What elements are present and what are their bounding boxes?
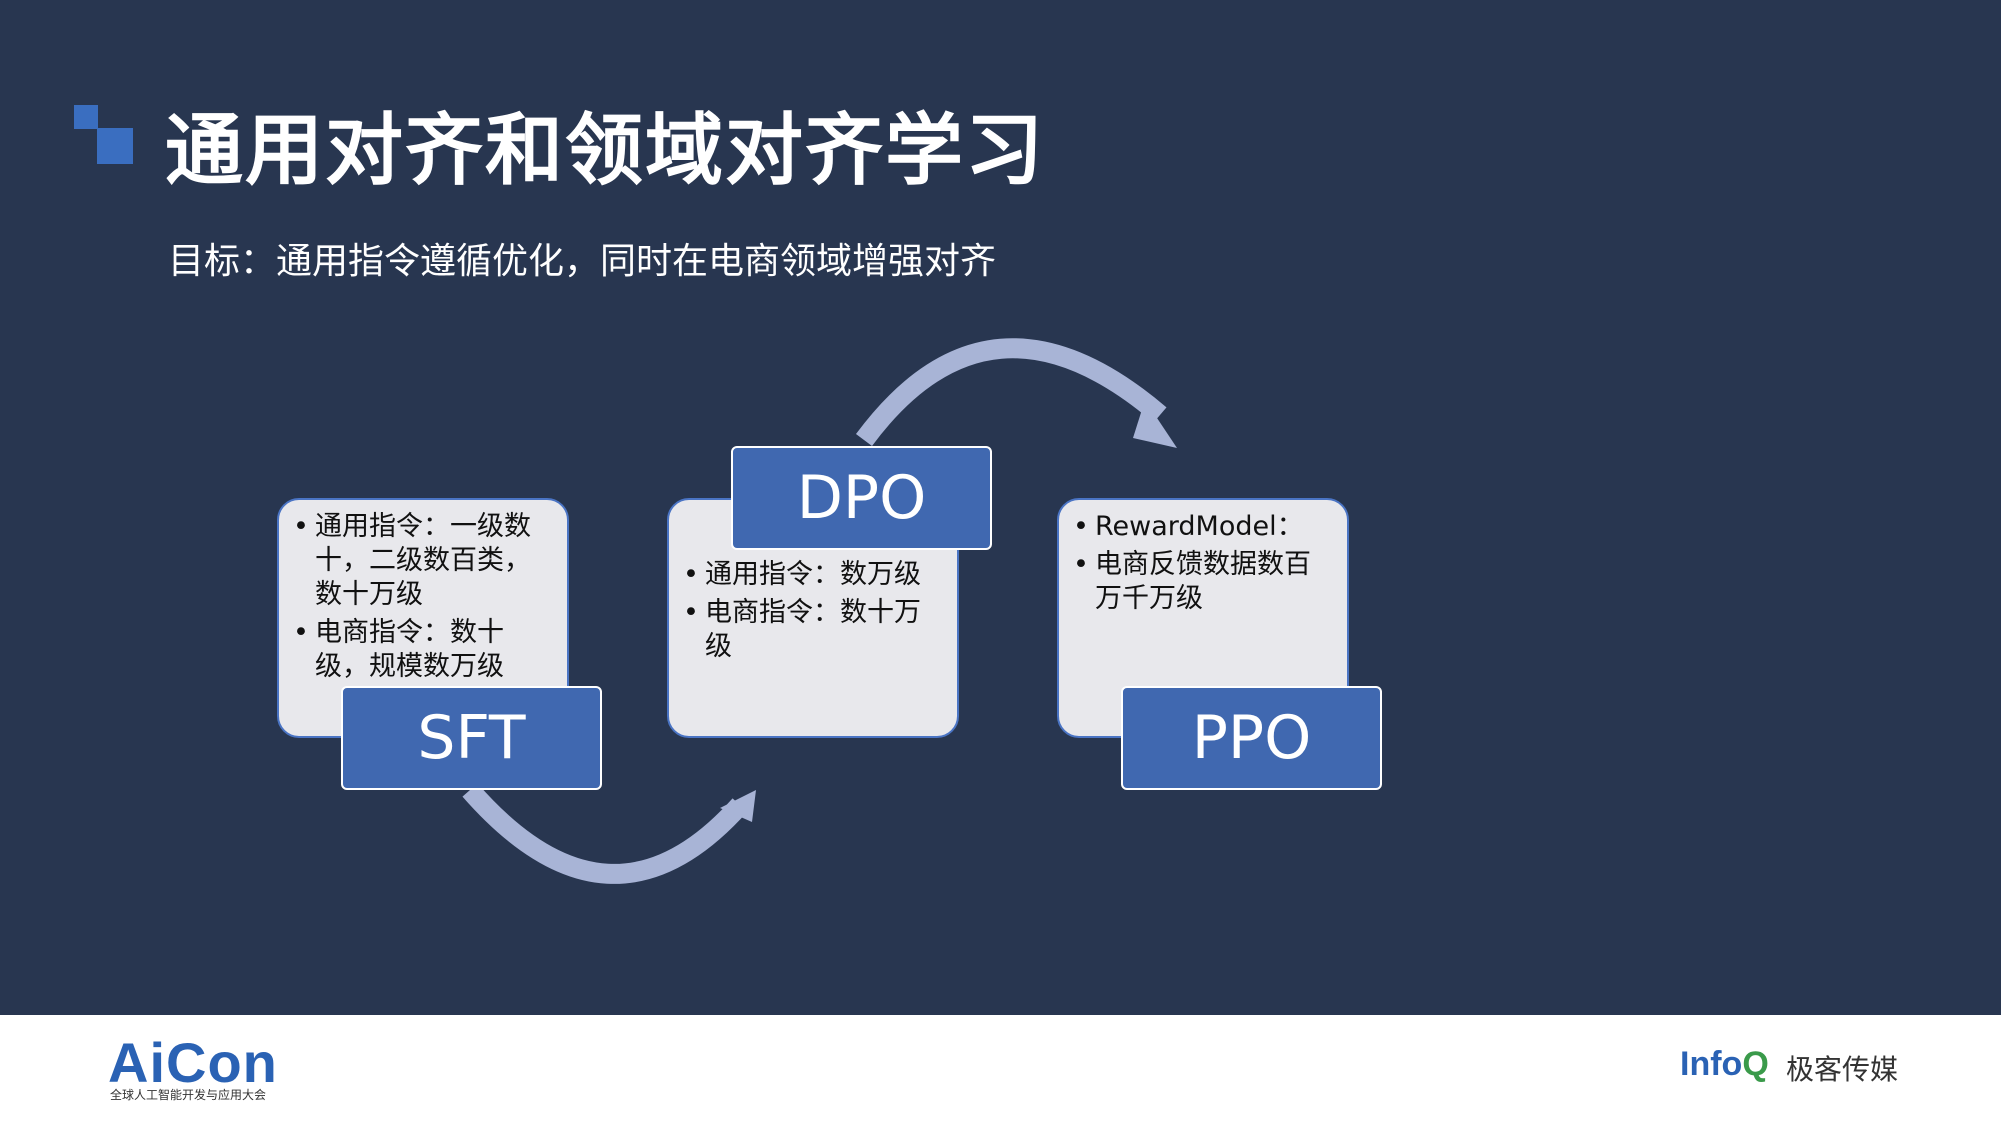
sft-stage-label: SFT <box>417 703 526 773</box>
title-square-small-icon <box>74 105 98 129</box>
slide-subtitle: 目标：通用指令遵循优化，同时在电商领域增强对齐 <box>168 241 997 282</box>
dpo-stage-box: DPO <box>731 446 992 550</box>
ppo-stage-label: PPO <box>1191 703 1312 773</box>
infoq-logo: InfoQ <box>1680 1045 1769 1084</box>
arrow-sft-to-dpo <box>462 783 748 884</box>
infoq-logo-main: Info <box>1680 1045 1743 1083</box>
arrow-head-dpo-to-ppo <box>1133 400 1177 448</box>
sft-stage-box: SFT <box>341 686 602 790</box>
flow-arrows <box>462 338 1177 884</box>
slide-title: 通用对齐和领域对齐学习 <box>165 106 1046 196</box>
arrow-head-sft-to-dpo <box>720 790 756 822</box>
infoq-logo-q: Q <box>1742 1045 1769 1083</box>
arrow-dpo-to-ppo <box>855 338 1167 446</box>
ppo-stage-box: PPO <box>1121 686 1382 790</box>
title-square-large-icon <box>97 128 133 164</box>
sft-bullet-2: 电商指令：数十级，规模数万级 <box>287 616 555 684</box>
aicon-logo: AiCon <box>108 1031 278 1094</box>
dpo-stage-label: DPO <box>796 463 927 533</box>
sft-bullet-1: 通用指令：一级数十，二级数百类，数十万级 <box>287 510 555 612</box>
aicon-tagline: 全球人工智能开发与应用大会 <box>110 1088 267 1102</box>
ppo-bullet-1: RewardModel： <box>1067 510 1335 544</box>
dpo-bullet-1: 通用指令：数万级 <box>677 558 945 592</box>
dpo-bullet-2: 电商指令：数十万级 <box>677 596 945 664</box>
geekbang-text: 极客传媒 <box>1786 1053 1899 1086</box>
ppo-bullet-list: RewardModel： 电商反馈数据数百万千万级 <box>1067 510 1335 616</box>
sft-bullet-list: 通用指令：一级数十，二级数百类，数十万级 电商指令：数十级，规模数万级 <box>287 510 555 684</box>
footer-bar <box>0 1015 2001 1126</box>
dpo-bullet-list: 通用指令：数万级 电商指令：数十万级 <box>677 558 945 664</box>
ppo-bullet-2: 电商反馈数据数百万千万级 <box>1067 548 1335 616</box>
